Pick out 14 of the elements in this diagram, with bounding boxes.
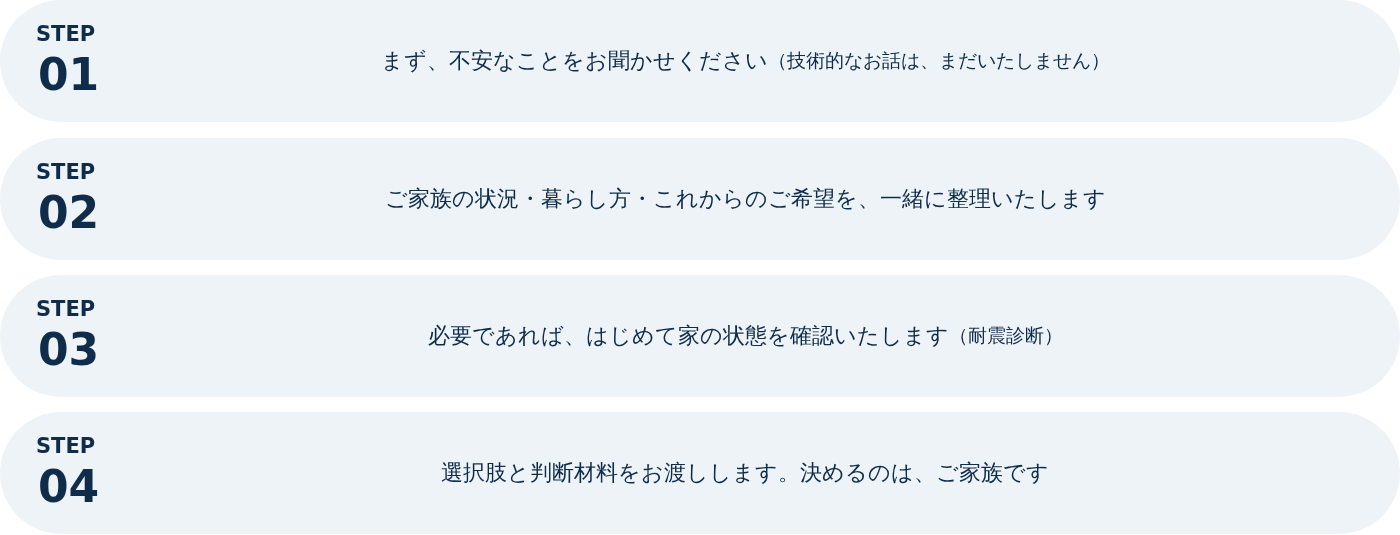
step-description: ご家族の状況・暮らし方・これからのご希望を、一緒に整理いたします (384, 185, 1106, 213)
step-description: 選択肢と判断材料をお渡しします。決めるのは、ご家族です (441, 459, 1049, 487)
step-number: 03 (38, 325, 100, 375)
step-description: 必要であれば、はじめて家の状態を確認いたします (427, 322, 949, 350)
step-label: STEP (36, 22, 96, 46)
step-number: 02 (38, 188, 100, 238)
step-description: まず、不安なことをお聞かせください (380, 47, 768, 75)
step-note: （耐震診断） (948, 323, 1063, 348)
step-number: 01 (38, 50, 100, 100)
step-label: STEP (36, 160, 96, 184)
step-label: STEP (36, 297, 96, 321)
step-note: （技術的なお話は、まだいたしません） (767, 48, 1110, 73)
step-label: STEP (36, 434, 96, 458)
step-number: 04 (38, 462, 100, 512)
